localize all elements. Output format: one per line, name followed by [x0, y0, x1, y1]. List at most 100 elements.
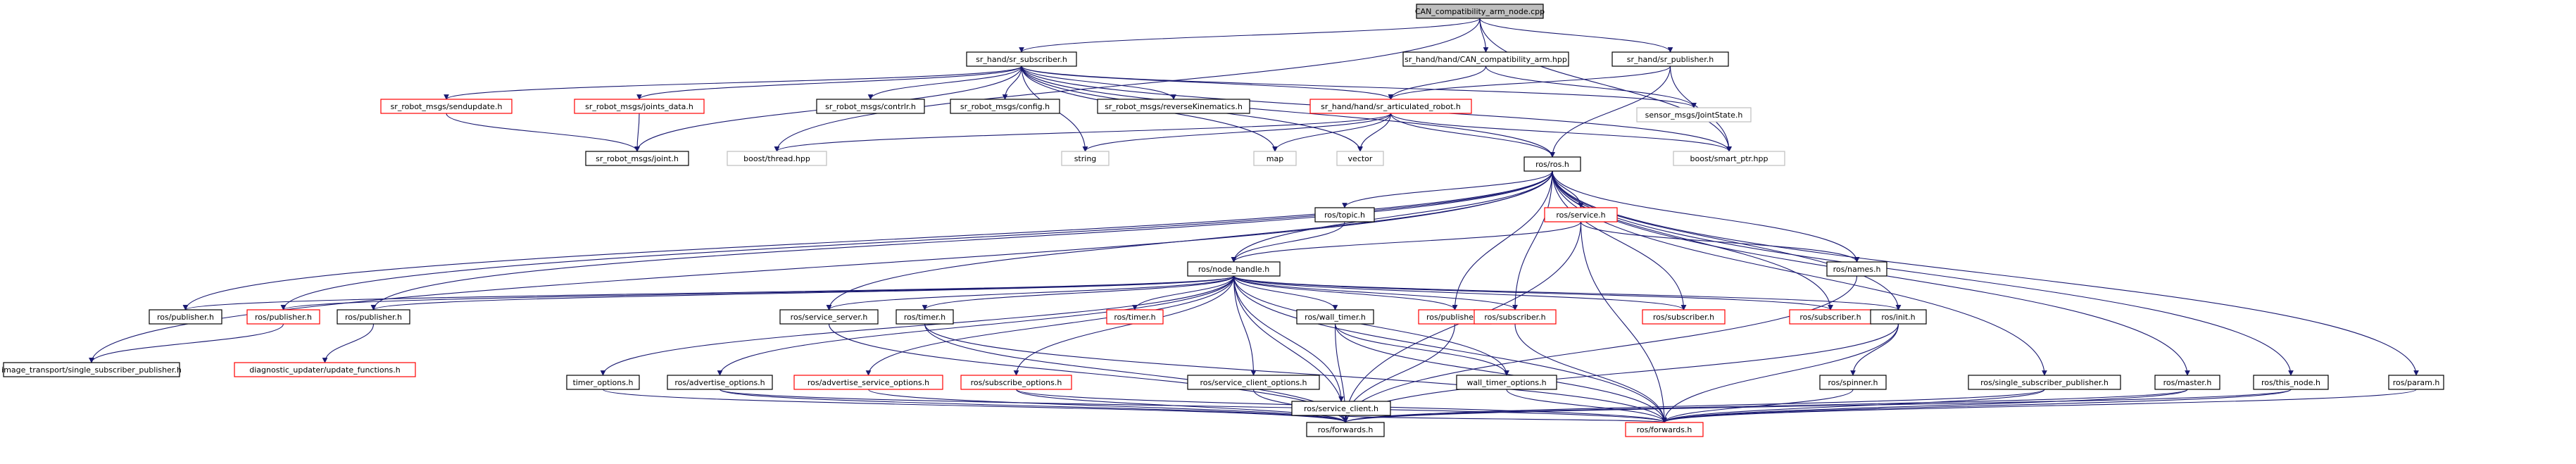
node-box-single_sub_pub[interactable] [1968, 375, 2121, 390]
node-sub1[interactable]: ros/subscriber.h [1474, 309, 1557, 325]
node-node_handle[interactable]: ros/node_handle.h [1187, 261, 1281, 277]
node-diagnostic[interactable]: diagnostic_updater/update_functions.h [234, 362, 416, 377]
node-box-timer1[interactable] [896, 309, 954, 325]
node-timer_options[interactable]: timer_options.h [566, 375, 640, 390]
node-master[interactable]: ros/master.h [2154, 375, 2220, 390]
node-box-service_client[interactable] [1291, 401, 1391, 416]
node-init[interactable]: ros/init.h [1870, 309, 1927, 325]
node-sr_subscriber[interactable]: sr_hand/sr_subscriber.h [966, 51, 1077, 67]
node-image_transport[interactable]: image_transport/single_subscriber_publis… [1, 362, 182, 377]
node-box-advertise_service_options[interactable] [793, 375, 943, 390]
node-box-root[interactable] [1416, 4, 1544, 19]
node-box-boost_thread[interactable] [727, 151, 827, 166]
node-box-articulated[interactable] [1309, 99, 1472, 114]
node-box-vector[interactable] [1336, 151, 1384, 166]
node-box-param[interactable] [2388, 375, 2444, 390]
node-box-pub1[interactable] [149, 309, 222, 325]
node-box-sr_subscriber[interactable] [966, 51, 1077, 67]
node-spinner[interactable]: ros/spinner.h [1819, 375, 1887, 390]
node-box-sub2[interactable] [1642, 309, 1726, 325]
node-jointstate[interactable]: sensor_msgs/JointState.h [1636, 107, 1752, 123]
node-box-forwards2[interactable] [1625, 422, 1704, 437]
node-box-pub2[interactable] [246, 309, 320, 325]
node-wall_timer[interactable]: ros/wall_timer.h [1296, 309, 1374, 325]
node-can_compat[interactable]: sr_hand/hand/CAN_compatibility_arm.hpp [1402, 51, 1569, 67]
node-single_sub_pub[interactable]: ros/single_subscriber_publisher.h [1968, 375, 2121, 390]
node-box-node_handle[interactable] [1187, 261, 1281, 277]
node-reverseKin[interactable]: sr_robot_msgs/reverseKinematics.h [1097, 99, 1250, 114]
node-box-sr_publisher[interactable] [1611, 51, 1729, 67]
node-box-jointstate[interactable] [1636, 107, 1752, 123]
node-box-master[interactable] [2154, 375, 2220, 390]
node-box-joint[interactable] [585, 151, 689, 166]
node-box-wall_timer[interactable] [1296, 309, 1374, 325]
node-names[interactable]: ros/names.h [1826, 261, 1887, 277]
node-box-diagnostic[interactable] [234, 362, 416, 377]
node-pub1[interactable]: ros/publisher.h [149, 309, 222, 325]
node-forwards1[interactable]: ros/forwards.h [1306, 422, 1385, 437]
node-box-service_server[interactable] [779, 309, 879, 325]
node-box-subscribe_options[interactable] [960, 375, 1072, 390]
node-timer1[interactable]: ros/timer.h [896, 309, 954, 325]
edge-ros_h-to-init [1552, 170, 1902, 311]
node-pub2[interactable]: ros/publisher.h [246, 309, 320, 325]
node-articulated[interactable]: sr_hand/hand/sr_articulated_robot.h [1309, 99, 1472, 114]
node-boost_thread[interactable]: boost/thread.hpp [727, 151, 827, 166]
node-pub4[interactable]: ros/publisher.h [1418, 309, 1492, 325]
node-box-joints_data[interactable] [574, 99, 705, 114]
node-pub3[interactable]: ros/publisher.h [337, 309, 410, 325]
node-advertise_service_options[interactable]: ros/advertise_service_options.h [793, 375, 943, 390]
node-sub3[interactable]: ros/subscriber.h [1789, 309, 1872, 325]
node-box-can_compat[interactable] [1402, 51, 1569, 67]
node-box-topic[interactable] [1314, 207, 1375, 222]
node-sendupdate[interactable]: sr_robot_msgs/sendupdate.h [380, 99, 513, 114]
node-box-smart_ptr[interactable] [1673, 151, 1785, 166]
node-contrlr[interactable]: sr_robot_msgs/contrlr.h [816, 99, 925, 114]
node-label-pub2: ros/publisher.h [255, 313, 312, 322]
node-box-image_transport[interactable] [3, 362, 180, 377]
node-service_client_options[interactable]: ros/service_client_options.h [1187, 375, 1320, 390]
node-box-service[interactable] [1544, 207, 1618, 222]
node-box-contrlr[interactable] [816, 99, 925, 114]
node-map[interactable]: map [1253, 151, 1297, 166]
node-string[interactable]: string [1061, 151, 1110, 166]
node-smart_ptr[interactable]: boost/smart_ptr.hpp [1673, 151, 1785, 166]
node-box-map[interactable] [1253, 151, 1297, 166]
node-box-sendupdate[interactable] [380, 99, 513, 114]
node-subscribe_options[interactable]: ros/subscribe_options.h [960, 375, 1072, 390]
node-box-service_client_options[interactable] [1187, 375, 1320, 390]
node-box-sub1[interactable] [1474, 309, 1557, 325]
node-advertise_options[interactable]: ros/advertise_options.h [667, 375, 773, 390]
node-service_client[interactable]: ros/service_client.h [1291, 401, 1391, 416]
node-vector[interactable]: vector [1336, 151, 1384, 166]
node-topic[interactable]: ros/topic.h [1314, 207, 1375, 222]
node-box-names[interactable] [1826, 261, 1887, 277]
node-service_server[interactable]: ros/service_server.h [779, 309, 879, 325]
node-box-spinner[interactable] [1819, 375, 1887, 390]
node-sr_publisher[interactable]: sr_hand/sr_publisher.h [1611, 51, 1729, 67]
node-joint[interactable]: sr_robot_msgs/joint.h [585, 151, 689, 166]
node-forwards2[interactable]: ros/forwards.h [1625, 422, 1704, 437]
node-box-init[interactable] [1870, 309, 1927, 325]
node-box-forwards1[interactable] [1306, 422, 1385, 437]
node-param[interactable]: ros/param.h [2388, 375, 2444, 390]
node-box-advertise_options[interactable] [667, 375, 773, 390]
node-box-pub3[interactable] [337, 309, 410, 325]
node-box-config[interactable] [950, 99, 1060, 114]
node-timer2[interactable]: ros/timer.h [1106, 309, 1164, 325]
node-root[interactable]: CAN_compatibility_arm_node.cpp [1415, 4, 1545, 19]
node-box-string[interactable] [1061, 151, 1110, 166]
node-this_node[interactable]: ros/this_node.h [2253, 375, 2329, 390]
node-service[interactable]: ros/service.h [1544, 207, 1618, 222]
node-box-timer2[interactable] [1106, 309, 1164, 325]
node-box-reverseKin[interactable] [1097, 99, 1250, 114]
node-joints_data[interactable]: sr_robot_msgs/joints_data.h [574, 99, 705, 114]
node-wall_timer_options[interactable]: wall_timer_options.h [1456, 375, 1557, 390]
node-config[interactable]: sr_robot_msgs/config.h [950, 99, 1060, 114]
node-box-wall_timer_options[interactable] [1456, 375, 1557, 390]
node-box-this_node[interactable] [2253, 375, 2329, 390]
node-box-ros_h[interactable] [1523, 156, 1581, 172]
node-sub2[interactable]: ros/subscriber.h [1642, 309, 1726, 325]
node-box-timer_options[interactable] [566, 375, 640, 390]
node-ros_h[interactable]: ros/ros.h [1523, 156, 1581, 172]
